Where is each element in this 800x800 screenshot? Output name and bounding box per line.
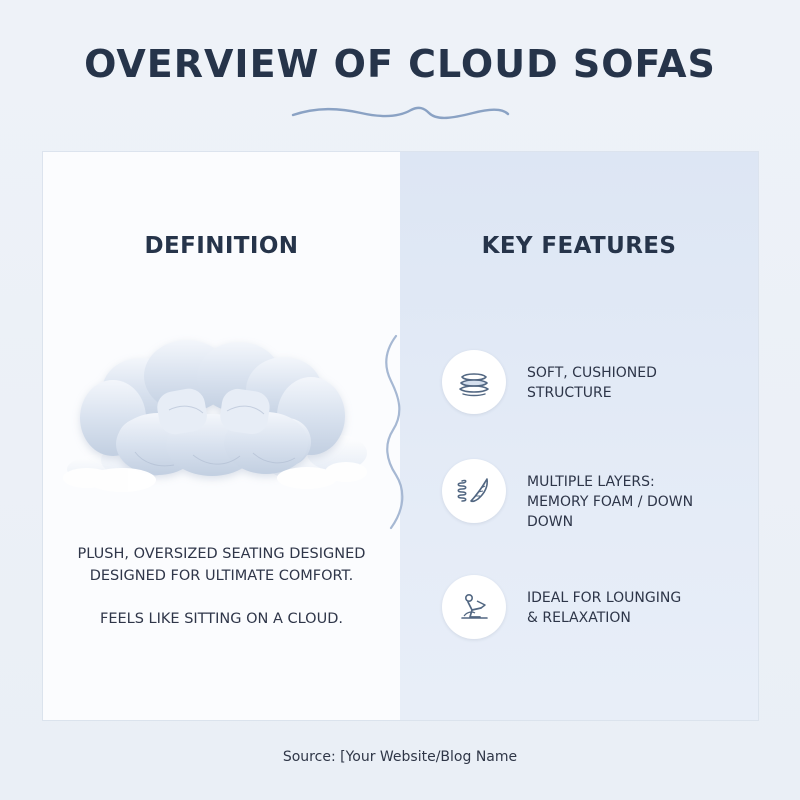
cloud-foreground-icon (63, 462, 367, 492)
feature-lounging: IDEAL FOR LOUNGING & RELAXATION (442, 575, 722, 655)
feature-text: MULTIPLE LAYERS: MEMORY FOAM / DOWN DOWN (527, 474, 694, 530)
feature-soft-structure: SOFT, CUSHIONED STRUCTURE (442, 350, 722, 430)
feature-text: IDEAL FOR LOUNGING & RELAXATION (527, 590, 682, 626)
page-title: OVERVIEW OF CLOUD SOFAS (84, 42, 716, 86)
spring-feather-icon (457, 478, 488, 503)
source-credit: Source: [Your Website/Blog Name (282, 749, 518, 765)
title-swoosh-icon (291, 106, 510, 120)
cloud-sofa-illustration (63, 340, 367, 492)
features-panel: KEY FEATURES SOFT, CUSHIONED STRUCTURE (400, 152, 758, 720)
content-panel: DEFINITION (43, 152, 758, 720)
feature-icon-badge (442, 575, 506, 639)
cushion-stack-icon (459, 373, 489, 397)
definition-highlight: FEELS LIKE SITTING ON A CLOUD. (100, 611, 343, 627)
definition-description: PLUSH, OVERSIZED SEATING DESIGNED DESIGN… (77, 546, 366, 584)
feature-text: SOFT, CUSHIONED STRUCTURE (527, 365, 657, 401)
feature-multiple-layers: MULTIPLE LAYERS: MEMORY FOAM / DOWN DOWN (442, 459, 722, 539)
divider-wave-icon (385, 334, 404, 530)
lounging-person-icon (461, 594, 488, 619)
definition-panel: DEFINITION (43, 152, 400, 720)
feature-icon-badge (442, 459, 506, 523)
feature-icon-badge (442, 350, 506, 414)
definition-heading: DEFINITION (144, 233, 299, 259)
features-heading: KEY FEATURES (481, 233, 677, 259)
page-header: OVERVIEW OF CLOUD SOFAS (0, 0, 800, 130)
